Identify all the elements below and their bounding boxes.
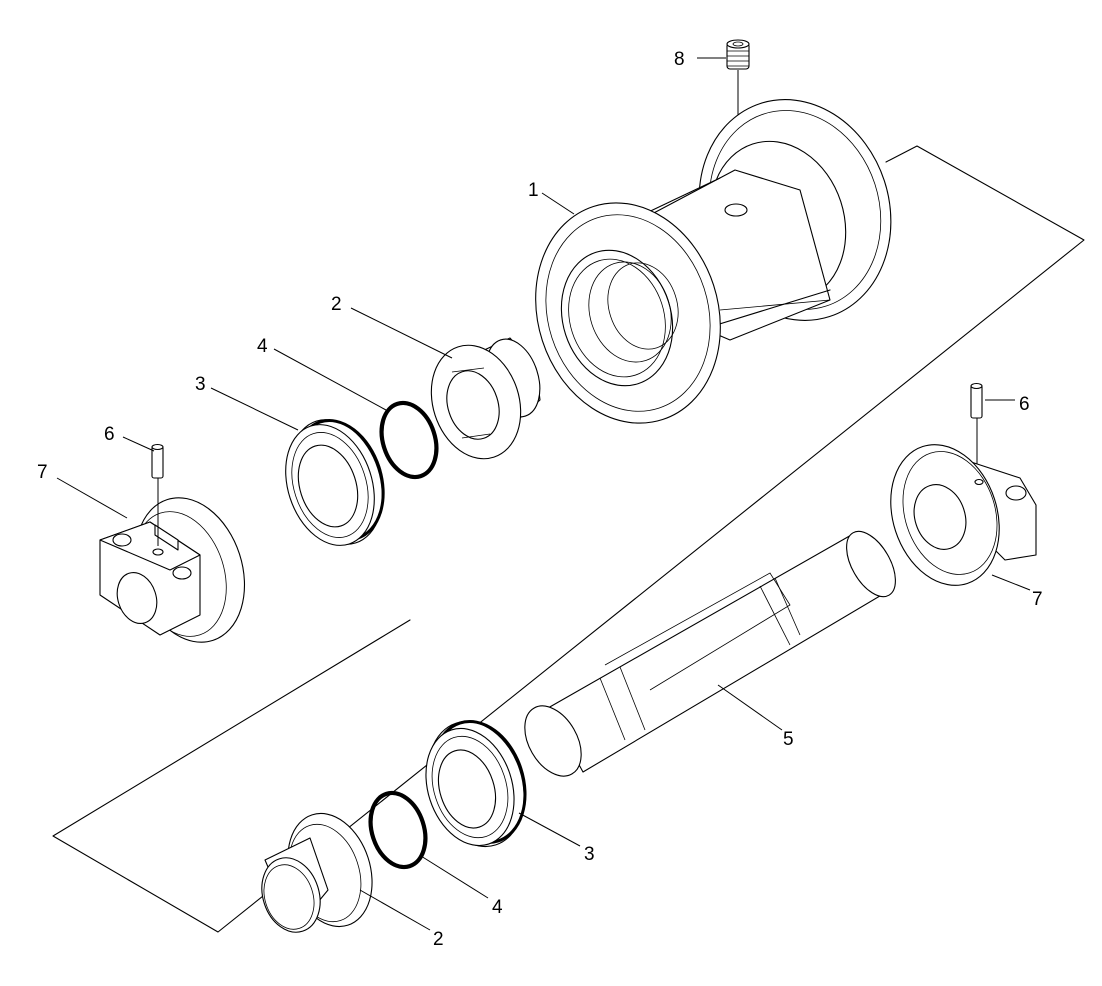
callout-6-left: 6 [104, 424, 115, 445]
callout-4-lower: 4 [492, 897, 503, 918]
lower-bushing-part [261, 812, 373, 933]
shaft-part [524, 530, 896, 777]
right-collar-part [890, 444, 1037, 586]
leader-lines [56, 57, 1031, 931]
callout-4-upper: 4 [257, 336, 268, 357]
lower-o-ring-part [368, 790, 428, 870]
upper-bushing-part [430, 337, 541, 460]
left-pin-part [151, 443, 164, 546]
callout-6-right: 6 [1019, 394, 1030, 415]
callout-3-upper: 3 [195, 374, 206, 395]
left-collar-part [99, 497, 246, 643]
assembly-plane-outline [52, 145, 1085, 933]
upper-floating-seal-part [285, 419, 385, 546]
callout-5: 5 [783, 729, 794, 750]
callout-8: 8 [674, 49, 685, 70]
lower-floating-seal-part [425, 719, 527, 848]
callout-7-right: 7 [1032, 589, 1043, 610]
callout-7-left: 7 [37, 462, 48, 483]
callout-2-upper: 2 [331, 294, 342, 315]
roller-shell-part [535, 99, 892, 424]
callout-2-lower: 2 [433, 929, 444, 950]
callout-3-lower: 3 [584, 844, 595, 865]
upper-o-ring-part [379, 400, 439, 480]
callout-labels: 8 1 2 4 3 6 7 6 7 5 3 4 2 [37, 49, 1043, 950]
callout-1: 1 [528, 180, 539, 201]
